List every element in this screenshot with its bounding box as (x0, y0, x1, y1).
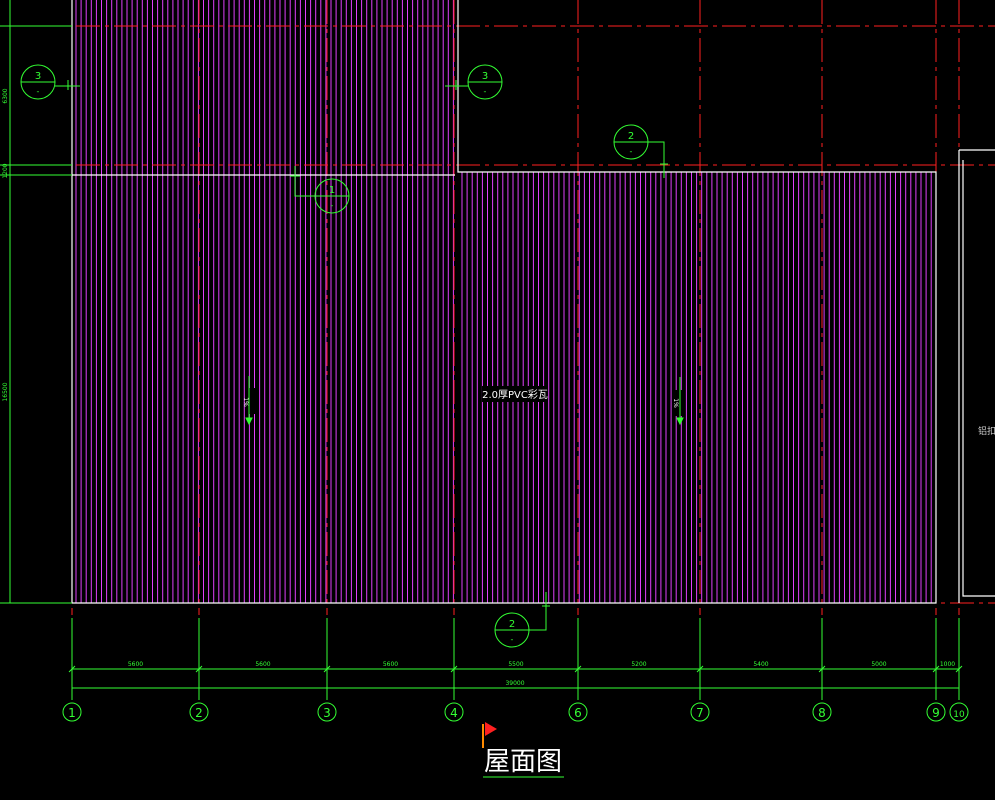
section-marker-3-left (20, 64, 80, 100)
left-dimension (0, 0, 72, 604)
axis-bubble-label: 1 (68, 706, 76, 720)
span-dimension-texts: 5600 5600 5600 5500 5200 5400 5000 1000 (128, 661, 955, 668)
slope-arrow-head (676, 417, 684, 426)
dim-tick (450, 665, 458, 673)
span-dimension-text: 5400 (753, 661, 768, 668)
section-marker-2-top (613, 124, 668, 178)
span-dimension-text: 5600 (255, 661, 270, 668)
section-sub: - (331, 201, 334, 210)
span-dimension-text: 1000 (940, 661, 955, 668)
drawing-title-block (482, 722, 564, 778)
axis-bubble-label: 9 (932, 706, 940, 720)
section-marker-2-bottom (494, 592, 550, 648)
right-edge-inner (962, 160, 995, 597)
right-edge-text: 铝扣 (978, 425, 995, 437)
slope-arrows (245, 376, 684, 426)
axis-bubble-4: 4 (444, 702, 464, 722)
red-flag-icon (485, 722, 497, 736)
section-marker-3-mid (445, 64, 503, 100)
axis-bubble-label: 7 (696, 706, 704, 720)
slope-label-right: 1% (672, 398, 679, 408)
axis-bubble-9: 9 (926, 702, 946, 722)
axis-bubble-circle (317, 702, 337, 722)
axis-bubble-label: 10 (953, 710, 965, 720)
span-dimension-text: 5000 (871, 661, 886, 668)
bottom-dimension (72, 668, 959, 689)
axis-bubble-8: 8 (812, 702, 832, 722)
section-sub: - (511, 635, 514, 644)
axis-bubble-10: 10 (949, 702, 969, 722)
axis-bubble-circle (568, 702, 588, 722)
slope-label-left: 1% (242, 397, 249, 407)
dim-tick (696, 665, 704, 673)
span-dimension-text: 5600 (383, 661, 398, 668)
axis-bubble-label: 3 (323, 706, 331, 720)
section-markers (20, 64, 668, 648)
span-dimension-text: 5500 (508, 661, 523, 668)
section-sub: - (37, 87, 40, 96)
material-label-bg (482, 386, 548, 402)
roof-outline-main (71, 0, 937, 604)
left-dim-text-1: 6300 (2, 88, 9, 103)
slope-label-bg (245, 388, 255, 414)
section-num: 3 (482, 71, 488, 82)
section-leader (529, 592, 547, 631)
span-dimension-text: 5600 (128, 661, 143, 668)
left-dim-text-3: 16500 (2, 382, 9, 401)
dim-tick (195, 665, 203, 673)
dim-tick (818, 665, 826, 673)
axis-bubble-circle (812, 702, 832, 722)
slope-arrow-left (245, 376, 255, 426)
dim-tick (323, 665, 331, 673)
axis-bubble-circle (949, 702, 969, 722)
axis-bubble-circle (62, 702, 82, 722)
axis-ticks (68, 618, 963, 700)
section-marker-1 (290, 166, 350, 214)
section-marker-texts: 3 - 3 - 2 - 1 - 2 - (35, 71, 634, 644)
slope-arrow-right (672, 377, 684, 426)
roof-outline (71, 0, 995, 604)
axis-bubble-label: 8 (818, 706, 826, 720)
roof-tile-lines (75, 0, 932, 603)
slope-arrow-head (245, 417, 253, 426)
section-num: 1 (329, 185, 335, 196)
left-dim-text-2: 1200 (2, 163, 9, 178)
slope-label-bg (672, 390, 682, 416)
axis-bubble-circle (444, 702, 464, 722)
span-dimension-text: 5200 (631, 661, 646, 668)
axis-bubble-label: 2 (195, 706, 203, 720)
dim-tick (932, 665, 940, 673)
left-dim-texts: 6300 1200 16500 (2, 88, 9, 401)
axis-bubble-label: 6 (574, 706, 582, 720)
dim-tick (955, 665, 963, 673)
axis-bubble-circle (189, 702, 209, 722)
section-num: 2 (509, 619, 515, 630)
dim-tick (574, 665, 582, 673)
dim-tick (68, 665, 76, 673)
axis-bubble-3: 3 (317, 702, 337, 722)
material-label: 2.0厚PVC彩瓦 (482, 389, 548, 401)
axis-bubble-7: 7 (690, 702, 710, 722)
axis-bubble-circle (690, 702, 710, 722)
axis-bubbles: 1 2 3 4 6 7 8 9 10 (62, 702, 969, 722)
section-sub: - (630, 147, 633, 156)
axis-bubble-6: 6 (568, 702, 588, 722)
axis-bubble-2: 2 (189, 702, 209, 722)
section-num: 3 (35, 71, 41, 82)
drawing-title: 屋面图 (484, 747, 562, 777)
axis-bubble-circle (926, 702, 946, 722)
section-leader (648, 141, 665, 178)
axis-bubble-label: 4 (450, 706, 458, 720)
section-num: 2 (628, 131, 634, 142)
axis-bubble-1: 1 (62, 702, 82, 722)
section-sub: - (484, 87, 487, 96)
total-dimension-text: 39000 (505, 680, 524, 687)
